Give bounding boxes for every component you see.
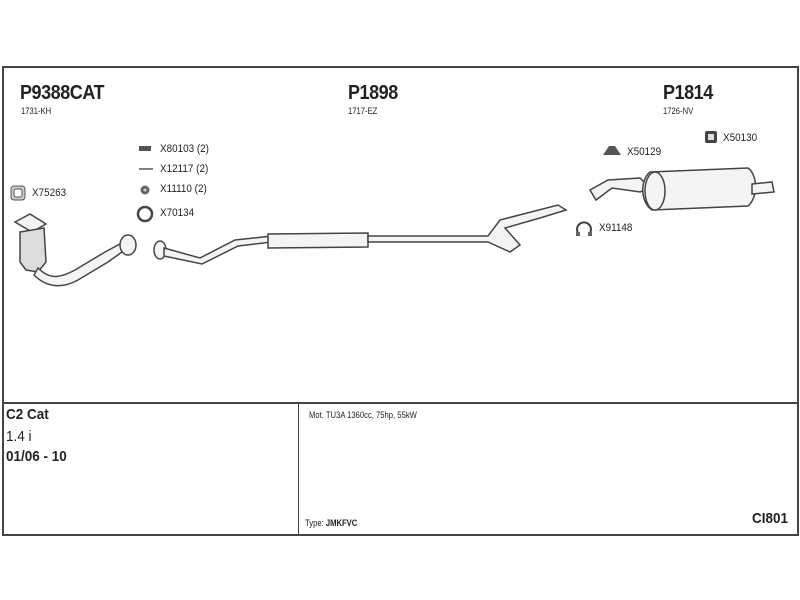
bracket-icon	[705, 131, 717, 143]
middle-pipe	[153, 204, 568, 265]
clamp-icon	[576, 221, 592, 236]
label-x70134: X70134	[160, 207, 195, 219]
label-x75263: X75263	[32, 187, 67, 199]
type-row: Type: JMKFVC	[305, 518, 357, 528]
rubber-mount-icon	[603, 146, 621, 155]
rear-silencer	[588, 167, 775, 211]
type-value: JMKFVC	[325, 518, 358, 528]
type-label: Type:	[305, 518, 324, 528]
vehicle-engine: 1.4 i	[6, 428, 32, 445]
divider	[2, 402, 799, 404]
label-x12117: X12117 (2)	[160, 163, 209, 175]
label-x91148: X91148	[599, 222, 633, 234]
diagram-code: CI801	[752, 510, 789, 527]
label-x11110: X11110 (2)	[160, 183, 207, 195]
divider	[298, 403, 299, 534]
part-number-rear: P1814	[663, 82, 713, 104]
part-ref-catalyst: 1731-KH	[21, 106, 52, 116]
part-number-middle: P1898	[348, 82, 398, 104]
vehicle-years: 01/06 - 10	[6, 448, 67, 465]
gasket-icon	[10, 185, 26, 201]
part-number-catalyst: P9388CAT	[20, 82, 105, 104]
part-ref-rear: 1726-NV	[663, 106, 694, 116]
catalytic-converter	[13, 213, 137, 287]
label-x50130: X50130	[723, 132, 758, 144]
motor-spec: Mot. TU3A 1360cc, 75hp, 55kW	[309, 410, 417, 420]
vehicle-model: C2 Cat	[6, 406, 49, 423]
nut-icon	[140, 185, 150, 195]
bolt-icon	[139, 168, 153, 170]
label-x50129: X50129	[627, 146, 662, 158]
diagram-frame	[2, 66, 799, 536]
label-x80103: X80103 (2)	[160, 143, 209, 155]
part-ref-middle: 1717-EZ	[348, 106, 378, 116]
bolt-set-icon	[139, 146, 151, 151]
ring-gasket-icon	[136, 205, 154, 223]
